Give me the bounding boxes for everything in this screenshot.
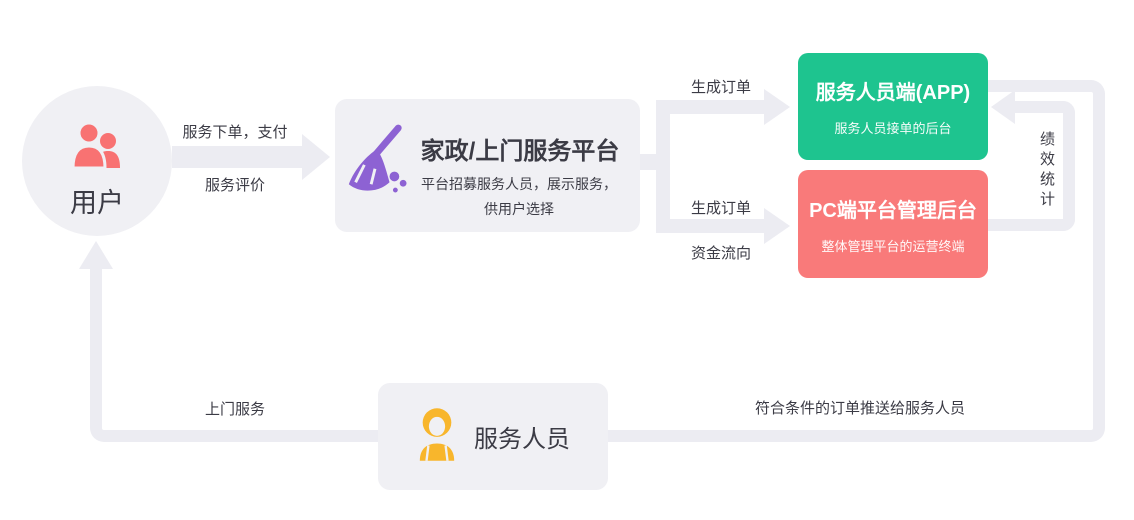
branch-stub (640, 154, 658, 170)
node-platform-desc-line1: 平台招募服务人员，展示服务， (421, 176, 617, 192)
edge-label-service-review: 服务评价 (204, 177, 265, 194)
node-app: 服务人员端(APP) 服务人员接单的后台 (798, 53, 988, 160)
edge-label-performance-stats: 绩效统计 (1038, 131, 1055, 211)
edge-label-order-pay: 服务下单，支付 (182, 124, 288, 141)
node-app-subtitle: 服务人员接单的后台 (834, 121, 952, 136)
arrow-user-to-platform-line (172, 146, 302, 168)
arrow-user-to-platform-head (302, 134, 330, 180)
arrow-platform-to-pc-line (656, 219, 764, 233)
edge-label-fund-flow: 资金流向 (690, 245, 751, 262)
edge-label-generate-order-pc: 生成订单 (690, 200, 751, 217)
node-staff: 服务人员 (378, 383, 608, 490)
broom-icon (343, 121, 407, 204)
arrow-platform-to-pc-head (764, 208, 790, 244)
loop-bottom-right (608, 240, 1105, 442)
node-platform-title: 家政/上门服务平台 (420, 138, 620, 165)
node-pc-admin: PC端平台管理后台 整体管理平台的运营终端 (798, 170, 988, 278)
loop-performance-stub (988, 219, 1014, 231)
node-platform-desc-line2: 供用户选择 (484, 201, 554, 217)
loop-bottom-left (90, 268, 378, 442)
arrow-platform-to-app-head (764, 89, 790, 125)
node-platform: 家政/上门服务平台 平台招募服务人员，展示服务， 供用户选择 (335, 99, 640, 232)
maid-icon (416, 407, 458, 466)
arrow-staff-to-user-head (79, 241, 113, 269)
node-staff-label: 服务人员 (474, 426, 570, 453)
node-user-label: 用户 (70, 188, 124, 218)
arrow-pc-to-app-head (991, 90, 1015, 124)
edge-label-generate-order-app: 生成订单 (690, 79, 751, 96)
node-app-title: 服务人员端(APP) (815, 82, 971, 104)
node-user: 用户 (22, 86, 172, 236)
edge-label-push-orders: 符合条件的订单推送给服务人员 (754, 400, 965, 417)
users-icon (68, 121, 126, 173)
loop-performance (1010, 101, 1075, 231)
node-pc-admin-subtitle: 整体管理平台的运营终端 (821, 238, 965, 254)
arrow-platform-to-app-line (656, 100, 764, 114)
branch-vertical (656, 100, 670, 233)
loop-top-right (988, 80, 1105, 252)
edge-label-onsite-service: 上门服务 (204, 401, 265, 418)
node-pc-admin-title: PC端平台管理后台 (809, 199, 977, 222)
